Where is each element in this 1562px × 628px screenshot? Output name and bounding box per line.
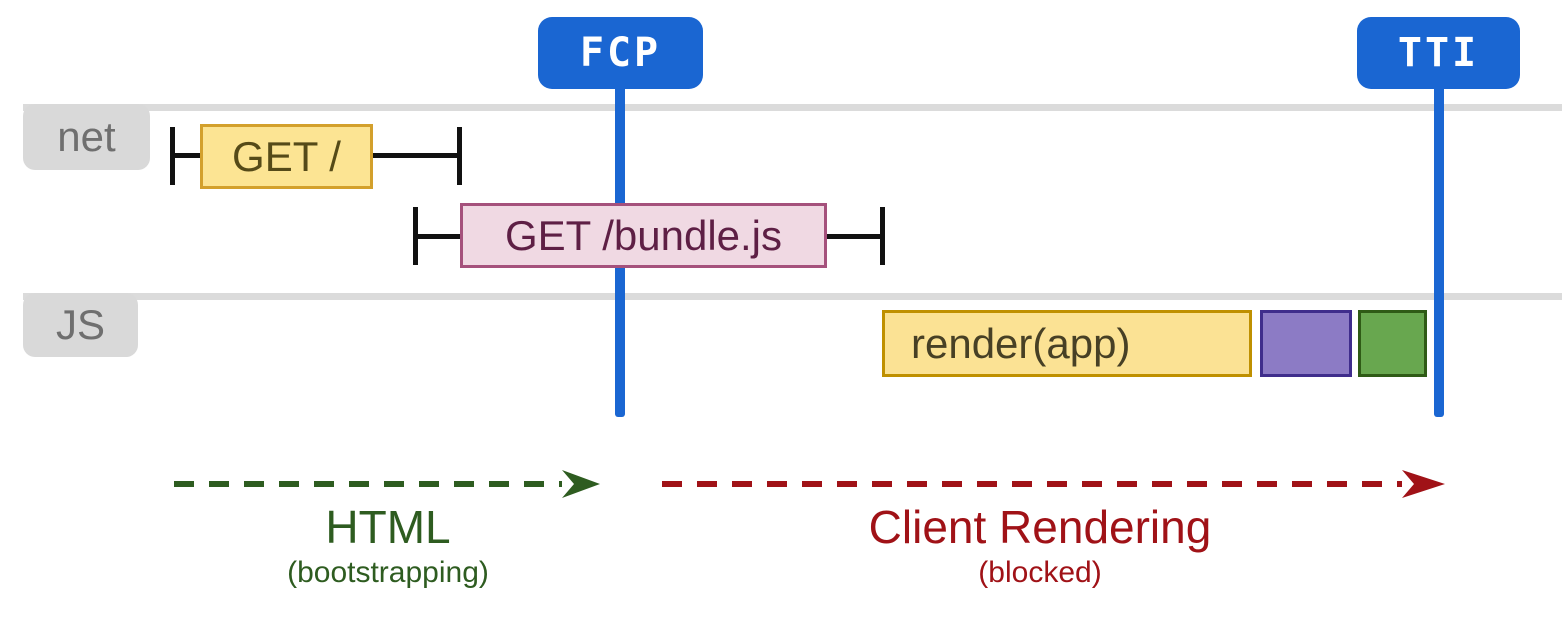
get-bundle-whisker-start-cap [413, 207, 418, 265]
net-lane-label: net [23, 104, 150, 170]
purple-task-box [1260, 310, 1352, 377]
client-rendering-phase-arrow [662, 470, 1445, 498]
net-lane-line [23, 104, 1562, 111]
get-bundle-whisker-end-cap [880, 207, 885, 265]
js-lane-label: JS [23, 293, 138, 357]
get-bundle-task-label: GET /bundle.js [504, 211, 783, 259]
client-rendering-phase-title: Client Rendering [868, 501, 1212, 553]
render-app-task-box: render(app) [882, 310, 1252, 377]
net-lane-label-text: net [57, 113, 116, 160]
get-bundle-task-box: GET /bundle.js [460, 203, 827, 268]
fcp-badge-label: FCP [579, 30, 662, 76]
green-task-box [1358, 310, 1427, 377]
render-app-task-label: render(app) [911, 319, 1131, 367]
tti-marker-line [1434, 86, 1444, 417]
fcp-badge: FCP [538, 17, 703, 89]
html-phase-subtitle: (bootstrapping) [287, 556, 489, 589]
client-rendering-phase-subtitle: (blocked) [978, 556, 1102, 589]
html-phase-title: HTML [325, 501, 451, 553]
js-lane-label-text: JS [55, 301, 105, 348]
get-root-whisker-start-cap [170, 127, 175, 185]
client-rendering-arrowhead-icon [1402, 470, 1445, 498]
get-root-task-label: GET / [232, 132, 341, 180]
js-lane-line [23, 293, 1562, 300]
html-phase-arrow [174, 470, 600, 498]
get-root-whisker-end-cap [457, 127, 462, 185]
get-root-task-box: GET / [200, 124, 373, 189]
tti-badge: TTI [1357, 17, 1520, 89]
tti-badge-label: TTI [1397, 30, 1480, 76]
html-phase-arrowhead-icon [562, 470, 600, 498]
